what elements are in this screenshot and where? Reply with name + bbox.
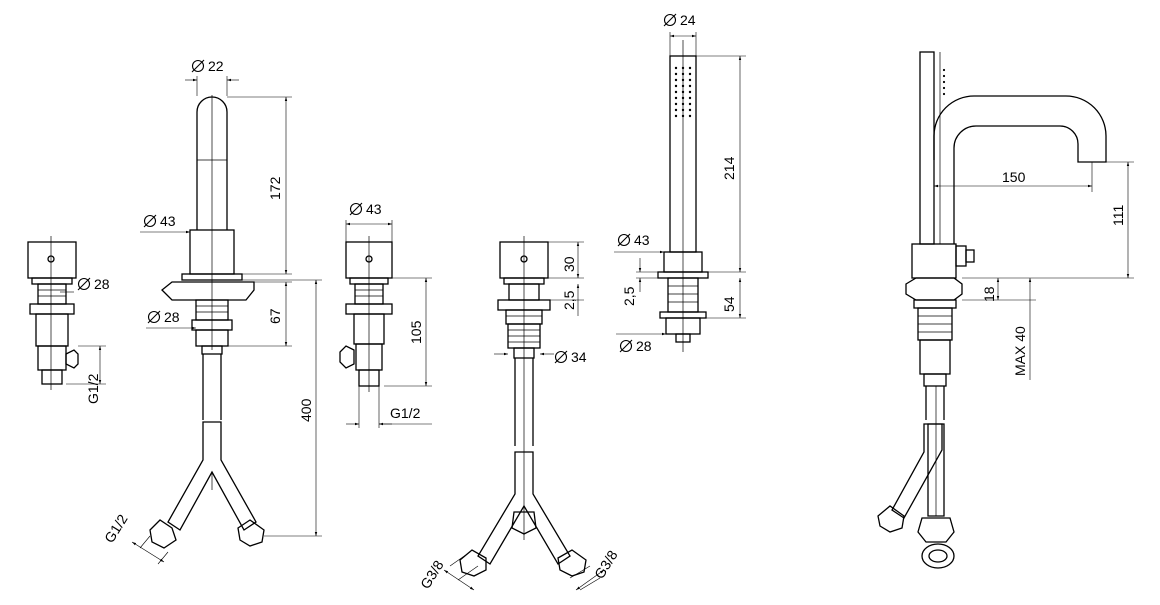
dim-d22: 22 xyxy=(208,58,224,74)
dim-d28-valve: 28 xyxy=(94,276,110,292)
dim-400: 400 xyxy=(298,398,314,422)
dim-30: 30 xyxy=(561,256,577,272)
dim-d28-shower: 28 xyxy=(636,338,652,354)
dim-d43-spout: 43 xyxy=(160,213,176,229)
dim-54: 54 xyxy=(721,296,737,312)
shower-nozzles xyxy=(674,66,692,118)
dim-67: 67 xyxy=(267,308,283,324)
dim-g38-right: G3/8 xyxy=(591,547,621,581)
dim-214: 214 xyxy=(721,156,737,180)
spout-side-view xyxy=(877,51,1107,569)
dim-d34: 34 xyxy=(571,349,587,365)
valve-left xyxy=(27,236,79,390)
dim-18: 18 xyxy=(981,286,997,302)
dim-172: 172 xyxy=(267,176,283,200)
dim-2-5-diverter: 2,5 xyxy=(561,290,577,310)
dim-g38-left: G3/8 xyxy=(417,557,447,591)
dim-d28-spout: 28 xyxy=(164,309,180,325)
dim-111: 111 xyxy=(1110,205,1126,226)
dim-g12-valve: G1/2 xyxy=(85,373,101,404)
dim-105: 105 xyxy=(408,320,424,344)
dim-g12-valve-middle: G1/2 xyxy=(390,405,421,421)
dim-max40: MAX 40 xyxy=(1012,326,1028,376)
dim-2-5-shower: 2,5 xyxy=(621,286,637,306)
dim-d43-valve: 43 xyxy=(366,201,382,217)
dim-d43-shower: 43 xyxy=(634,232,650,248)
dim-d24: 24 xyxy=(680,12,696,28)
dim-150: 150 xyxy=(1002,169,1026,185)
valve-middle xyxy=(339,236,393,392)
dim-g12-spout: G1/2 xyxy=(101,511,131,545)
diverter xyxy=(459,236,587,577)
